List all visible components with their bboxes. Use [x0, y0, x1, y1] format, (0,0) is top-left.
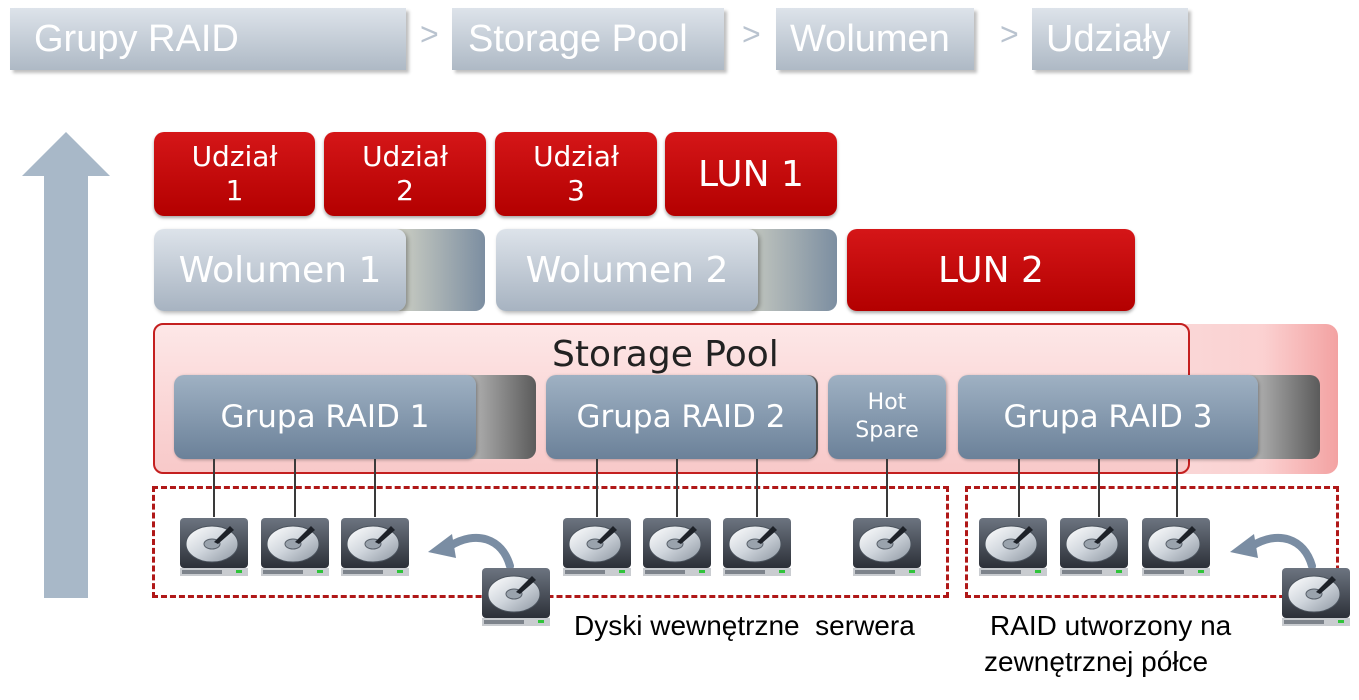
volume-label: Wolumen 2 [525, 249, 729, 291]
curved-arrow-icon [428, 533, 514, 568]
hard-disk-icon [1059, 517, 1129, 577]
connector-line [213, 459, 215, 517]
breadcrumb-separator: > [1000, 16, 1019, 52]
volume-1: Wolumen 1 [154, 229, 406, 311]
share-number: 3 [567, 174, 585, 207]
connector-line [596, 459, 598, 517]
share-label: Udział [533, 140, 619, 173]
up-arrow-icon [22, 132, 110, 598]
internal-disks-enclosure [152, 486, 949, 598]
raid-group-label: Grupa RAID 2 [576, 399, 786, 435]
connector-line [1018, 459, 1020, 517]
hot-spare-label: Hot [867, 390, 907, 415]
lun-2: LUN 2 [847, 229, 1135, 311]
breadcrumb-label: Udziały [1046, 18, 1171, 60]
breadcrumb-separator: > [420, 16, 439, 52]
breadcrumb-separator: > [742, 16, 761, 52]
lun-1: LUN 1 [665, 132, 837, 216]
connector-line [1098, 459, 1100, 517]
external-shelf-caption-line1: RAID utworzony na [990, 610, 1232, 641]
volume-label: Wolumen 1 [178, 249, 382, 291]
hard-disk-icon [179, 517, 249, 577]
hard-disk-icon [852, 517, 922, 577]
connector-line [374, 459, 376, 517]
raid-group-label: Grupa RAID 3 [1003, 399, 1213, 435]
connector-line [756, 459, 758, 517]
volume-2: Wolumen 2 [496, 229, 758, 311]
hot-spare: Hot Spare [828, 375, 946, 459]
breadcrumb-label: Wolumen [790, 18, 950, 60]
raid-group-label: Grupa RAID 1 [220, 399, 430, 435]
connector-line [294, 459, 296, 517]
external-shelf-caption-line2: zewnętrznej półce [984, 646, 1209, 677]
breadcrumb-udzialy: Udziały [1032, 8, 1188, 70]
raid-group-2: Grupa RAID 2 [546, 375, 816, 459]
connector-line [676, 459, 678, 517]
share-label: Udział [362, 140, 448, 173]
breadcrumb-grupy-raid: Grupy RAID [10, 8, 406, 70]
hot-spare-label: Spare [855, 418, 919, 443]
internal-disks-caption: Dyski wewnętrzne serwera [574, 610, 915, 641]
connector-line [1176, 459, 1178, 517]
lun-label: LUN 2 [938, 249, 1044, 291]
hard-disk-icon [722, 517, 792, 577]
hard-disk-icon [562, 517, 632, 577]
storage-pool-title: Storage Pool [552, 334, 779, 375]
share-label: Udział [191, 140, 278, 173]
external-shelf-enclosure [965, 486, 1339, 598]
share-3: Udział 3 [495, 132, 657, 216]
share-number: 2 [396, 174, 414, 207]
hard-disk-icon [642, 517, 712, 577]
raid-group-3: Grupa RAID 3 [958, 375, 1258, 459]
lun-label: LUN 1 [698, 153, 804, 195]
hard-disk-icon [481, 567, 551, 627]
curved-arrow-icon [1230, 533, 1316, 568]
share-1: Udział 1 [154, 132, 315, 216]
share-number: 1 [225, 174, 244, 207]
breadcrumb-wolumen: Wolumen [776, 8, 974, 70]
raid-group-1: Grupa RAID 1 [174, 375, 476, 459]
hard-disk-icon [340, 517, 410, 577]
breadcrumb-label: Grupy RAID [34, 18, 239, 60]
share-2: Udział 2 [324, 132, 486, 216]
breadcrumb-storage-pool: Storage Pool [452, 8, 724, 70]
hard-disk-icon [978, 517, 1048, 577]
hard-disk-icon [1281, 567, 1351, 627]
breadcrumb-label: Storage Pool [468, 18, 688, 60]
hard-disk-icon [260, 517, 330, 577]
connector-line [886, 459, 888, 517]
hard-disk-icon [1141, 517, 1211, 577]
